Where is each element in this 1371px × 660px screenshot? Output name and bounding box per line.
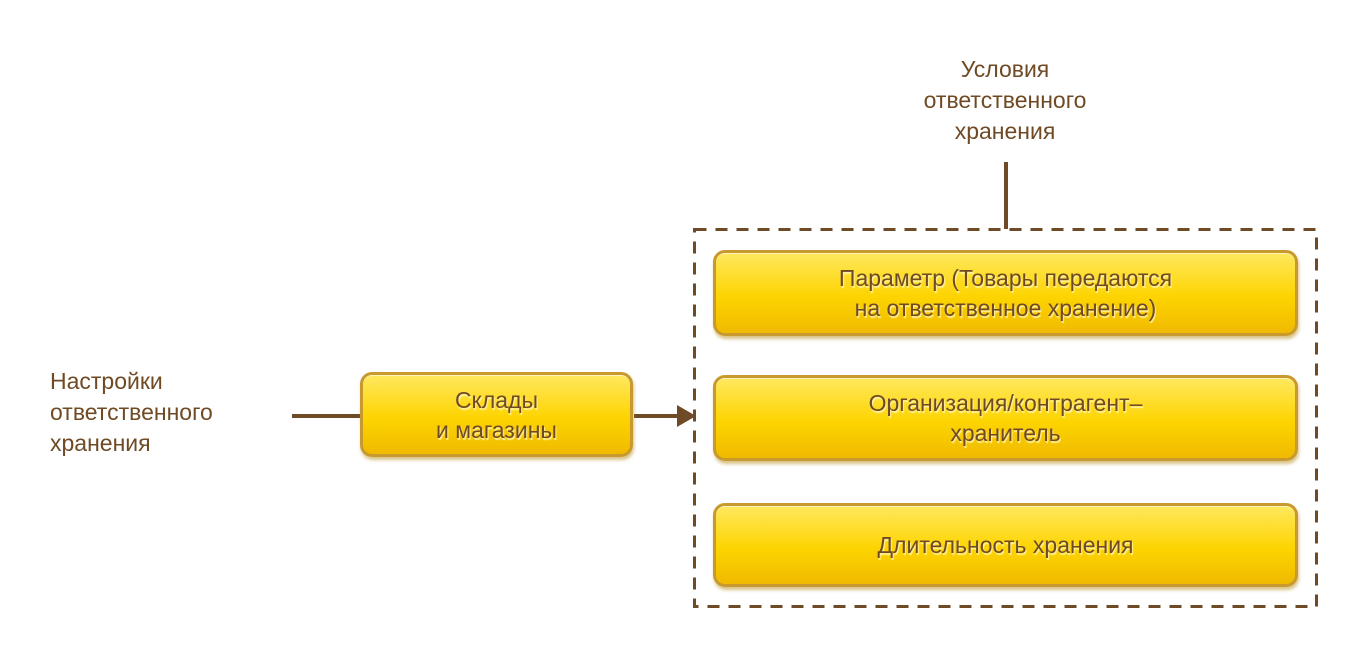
arrow-right-icon — [677, 405, 696, 427]
conditions-group-title: Условия ответственного хранения — [923, 56, 1087, 144]
warehouses-box: Склады и магазины — [360, 372, 633, 457]
storage-duration-box-label: Длительность хранения — [877, 532, 1134, 558]
parameter-box-label: Параметр (Товары передаются на ответстве… — [838, 265, 1173, 321]
settings-label: Настройки ответственного хранения — [50, 368, 213, 456]
warehouses-box-label: Склады и магазины — [436, 386, 557, 443]
organization-keeper-box: Организация/контрагент– хранитель — [713, 375, 1298, 461]
parameter-box: Параметр (Товары передаются на ответстве… — [713, 250, 1298, 336]
storage-duration-box: Длительность хранения — [713, 503, 1298, 587]
organization-keeper-box-label: Организация/контрагент– хранитель — [868, 390, 1143, 446]
